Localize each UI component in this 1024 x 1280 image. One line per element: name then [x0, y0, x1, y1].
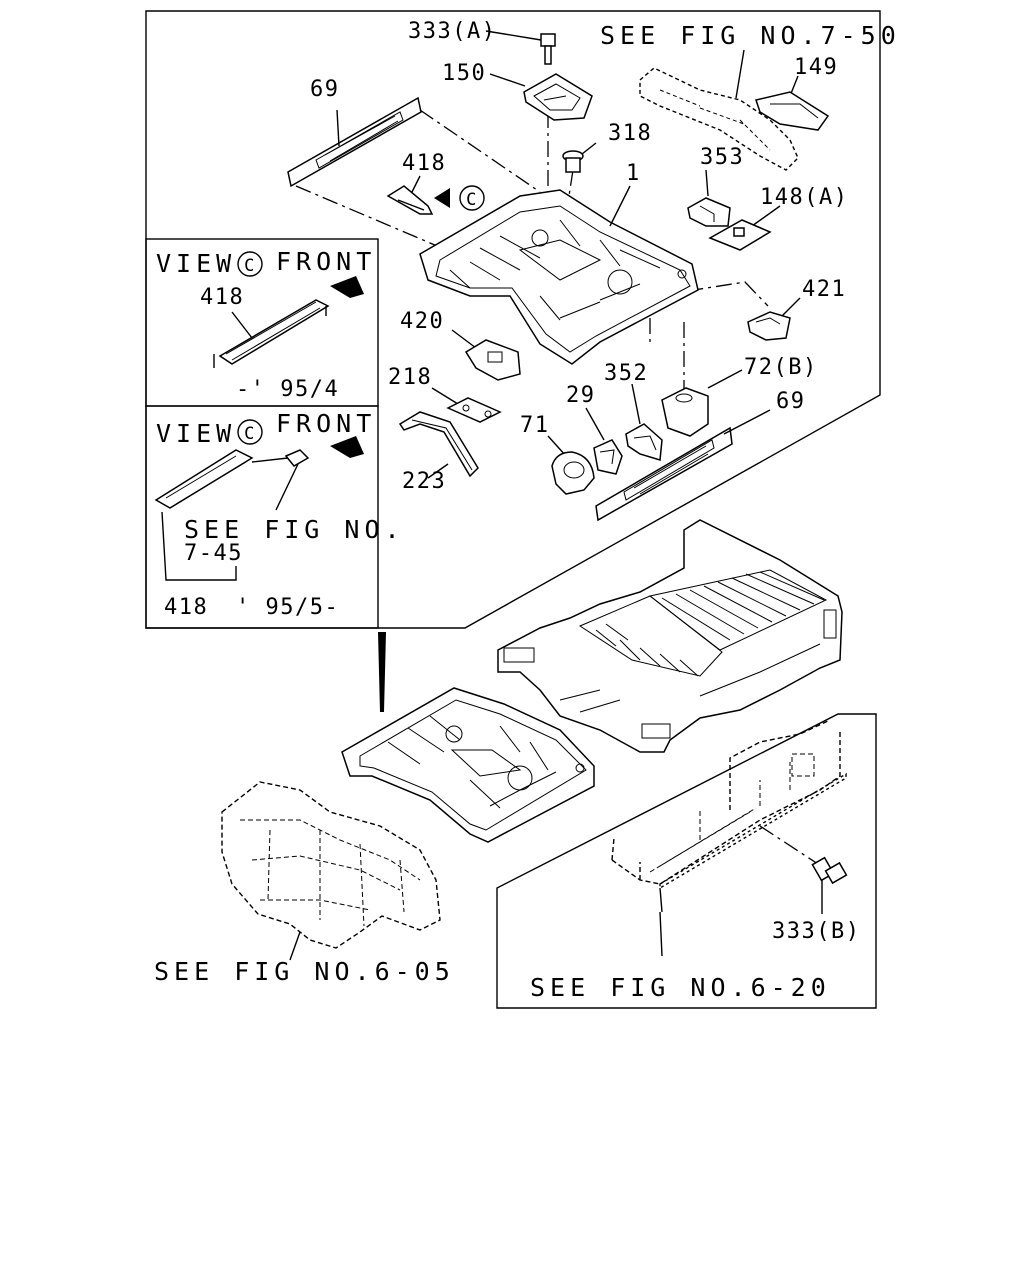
part-333b-bolt	[759, 825, 848, 914]
label-part-333b: 333(B)	[772, 919, 860, 944]
front-body-structure	[221, 781, 441, 961]
inset-bottom-label-418: 418	[164, 595, 208, 620]
label-part-148a: 148(A)	[760, 185, 848, 210]
reference-fig-6-20: SEE FIG NO.6-20	[530, 973, 831, 1002]
part-223-brace	[398, 411, 479, 479]
label-part-69-bottom: 69	[776, 389, 806, 414]
label-part-353: 353	[700, 145, 744, 170]
guide-line	[295, 185, 457, 255]
part-29-bracket	[585, 407, 623, 475]
part-218-plate	[431, 387, 502, 423]
frame-member-7-50	[639, 49, 799, 171]
inset-bottom-view-letter: C	[244, 424, 256, 444]
label-part-72b: 72(B)	[744, 355, 818, 380]
label-part-318: 318	[608, 121, 652, 146]
label-part-69-top: 69	[310, 77, 340, 102]
side-body-panel	[611, 719, 847, 957]
inset-bottom-front-word: FRONT	[276, 409, 376, 438]
label-part-1: 1	[626, 161, 641, 186]
part-353-bracket	[687, 169, 731, 227]
part-421-bracket	[747, 297, 801, 341]
part-149-bracket	[755, 75, 830, 131]
reference-fig-6-05: SEE FIG NO.6-05	[154, 957, 455, 986]
part-148a-plate	[708, 205, 781, 251]
inset-bottom-view-word: VIEW	[156, 419, 236, 448]
view-c-arrow: C	[434, 185, 485, 211]
part-352-bracket	[625, 383, 663, 461]
guide-line	[419, 109, 541, 193]
inset-bottom-see-fig-number: 7-45	[184, 541, 243, 566]
inset-top-view-word: VIEW	[156, 249, 236, 278]
label-part-333a: 333(A)	[408, 19, 496, 44]
reference-fig-7-50: SEE FIG NO.7-50	[600, 21, 901, 50]
leader-arrow	[378, 632, 386, 712]
label-part-352: 352	[604, 361, 648, 386]
part-69-bottom	[595, 409, 771, 522]
inset-bottom-view-circle	[237, 419, 263, 445]
part-71-bracket	[547, 435, 595, 495]
part-318-grommet	[562, 142, 597, 173]
label-part-421: 421	[802, 277, 846, 302]
inset-top-part-418	[213, 276, 364, 368]
inset-bottom-frame	[145, 405, 379, 629]
inset-top-label-418: 418	[200, 285, 244, 310]
label-part-29: 29	[566, 383, 596, 408]
inset-bottom-see-fig: SEE FIG NO.	[184, 515, 405, 544]
label-part-420: 420	[400, 309, 444, 334]
inset-bottom-period: ' 95/5-	[236, 595, 339, 620]
part-333a-bolt	[485, 30, 556, 65]
label-part-218: 218	[388, 365, 432, 390]
part-418-bracket	[386, 175, 434, 215]
inset-top-period: -' 95/4	[236, 377, 339, 402]
inset-bottom-part-418	[154, 436, 364, 581]
side-panel-frame	[496, 713, 877, 1009]
label-part-150: 150	[442, 61, 486, 86]
part-72b-block	[661, 369, 743, 437]
label-part-71: 71	[520, 413, 550, 438]
lower-front-floor	[341, 687, 595, 843]
view-circle-letter: C	[466, 190, 478, 210]
inset-top-view-letter: C	[244, 256, 256, 276]
label-part-149: 149	[794, 55, 838, 80]
part-69-top	[287, 96, 422, 188]
label-part-418: 418	[402, 151, 446, 176]
inset-top-view-circle	[237, 251, 263, 277]
part-150-bracket	[489, 73, 593, 121]
part-420-bracket	[451, 329, 521, 381]
label-part-223: 223	[402, 469, 446, 494]
part-1-front-floor	[419, 185, 699, 365]
lower-rear-floor	[497, 519, 843, 753]
inset-top-front-word: FRONT	[276, 247, 376, 276]
